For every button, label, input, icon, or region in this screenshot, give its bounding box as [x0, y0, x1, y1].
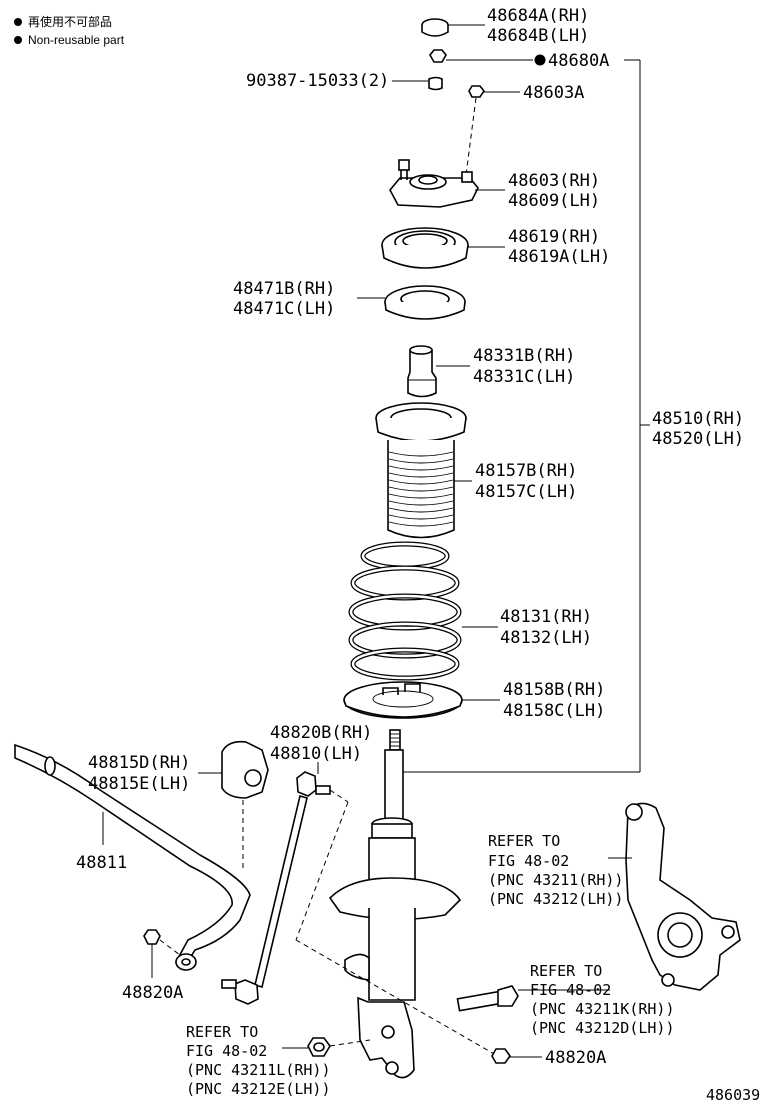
bump-stopper-part — [407, 345, 437, 398]
bracket-nut-part — [307, 1037, 331, 1057]
upper-cap-part — [421, 18, 449, 37]
label-lower-insulator-rh: 48158B(RH) — [503, 680, 605, 700]
steering-knuckle-part — [625, 802, 741, 991]
label-bearing-lh: 48619A(LH) — [508, 247, 610, 267]
ref-bracket-nut-line-3: (PNC 43211L(RH)) — [186, 1061, 331, 1079]
label-link-rh: 48820B(RH) — [270, 723, 372, 743]
stabilizer-bar-part — [14, 743, 251, 971]
ref-bracket-nut-line-2: FIG 48-02 — [186, 1042, 267, 1060]
label-spring-lh: 48132(LH) — [500, 628, 592, 648]
ref-knuckle-bolt-line-2: FIG 48-02 — [530, 981, 611, 999]
ref-knuckle-upper-line-3: (PNC 43211(RH)) — [488, 871, 623, 889]
legend-non-reusable-cn: 再使用不可部品 — [28, 14, 112, 29]
ref-bracket-nut-line-1: REFER TO — [186, 1023, 258, 1041]
label-absorber-lh: 48520(LH) — [652, 429, 744, 449]
washer-part — [428, 76, 443, 91]
sub-nut-part — [468, 85, 485, 98]
lower-insulator-part — [343, 681, 463, 719]
label-sub-nut: 48603A — [523, 83, 584, 103]
bearing-part — [381, 227, 469, 269]
ref-knuckle-bolt-line-4: (PNC 43212D(LH)) — [530, 1019, 675, 1037]
label-washer: 90387-15033(2) — [246, 71, 389, 91]
label-bearing-rh: 48619(RH) — [508, 227, 600, 247]
label-upper-insulator-lh: 48471C(LH) — [233, 299, 335, 319]
ref-knuckle-bolt-line-1: REFER TO — [530, 962, 602, 980]
legend: 再使用不可部品 Non-reusable part — [14, 14, 125, 47]
ref-knuckle-upper-line-2: FIG 48-02 — [488, 852, 569, 870]
label-spring-rh: 48131(RH) — [500, 607, 592, 627]
label-link-nut-bottom: 48820A — [545, 1048, 606, 1068]
legend-non-reusable-en: Non-reusable part — [28, 33, 125, 47]
label-link-lh: 48810(LH) — [270, 744, 362, 764]
label-boot-rh: 48157B(RH) — [475, 461, 577, 481]
knuckle-bolt-part — [456, 985, 519, 1012]
label-bumper-rh: 48331B(RH) — [473, 346, 575, 366]
support-part — [389, 159, 479, 208]
absorber-assembly-bracket — [400, 60, 650, 773]
ref-bracket-nut-line-4: (PNC 43212E(LH)) — [186, 1080, 331, 1098]
ref-knuckle-upper-line-4: (PNC 43212(LH)) — [488, 890, 623, 908]
label-upper-cap-lh: 48684B(LH) — [487, 26, 589, 46]
label-absorber-rh: 48510(RH) — [652, 409, 744, 429]
label-support-rh: 48603(RH) — [508, 171, 600, 191]
label-upper-cap-rh: 48684A(RH) — [487, 6, 589, 26]
label-bushing-lh: 48815E(LH) — [88, 774, 190, 794]
label-upper-insulator-rh: 48471B(RH) — [233, 279, 335, 299]
coil-spring-part — [348, 541, 462, 681]
ref-knuckle-upper-line-1: REFER TO — [488, 832, 560, 850]
label-boot-lh: 48157C(LH) — [475, 482, 577, 502]
link-nut-left-part — [143, 929, 161, 945]
label-link-nut-left: 48820A — [122, 983, 183, 1003]
link-nut-bottom-part — [491, 1048, 511, 1064]
label-stabilizer-bar: 48811 — [76, 853, 127, 873]
label-bumper-lh: 48331C(LH) — [473, 367, 575, 387]
nut-part — [429, 49, 447, 63]
label-bushing-rh: 48815D(RH) — [88, 753, 190, 773]
label-support-lh: 48609(LH) — [508, 191, 600, 211]
shock-absorber-part — [328, 729, 462, 1079]
upper-insulator-part — [384, 285, 466, 320]
label-nut: 48680A — [548, 51, 609, 71]
stabilizer-link-part — [221, 771, 331, 1005]
label-lower-insulator-lh: 48158C(LH) — [503, 701, 605, 721]
non-reusable-marker-icon — [14, 18, 22, 26]
dust-boot-part — [375, 402, 467, 539]
ref-knuckle-bolt-line-3: (PNC 43211K(RH)) — [530, 1000, 675, 1018]
figure-number: 486039 — [706, 1086, 760, 1104]
non-reusable-marker-icon — [14, 36, 22, 44]
non-reusable-marker-icon — [534, 54, 546, 66]
stabilizer-bushing-part — [221, 740, 269, 799]
